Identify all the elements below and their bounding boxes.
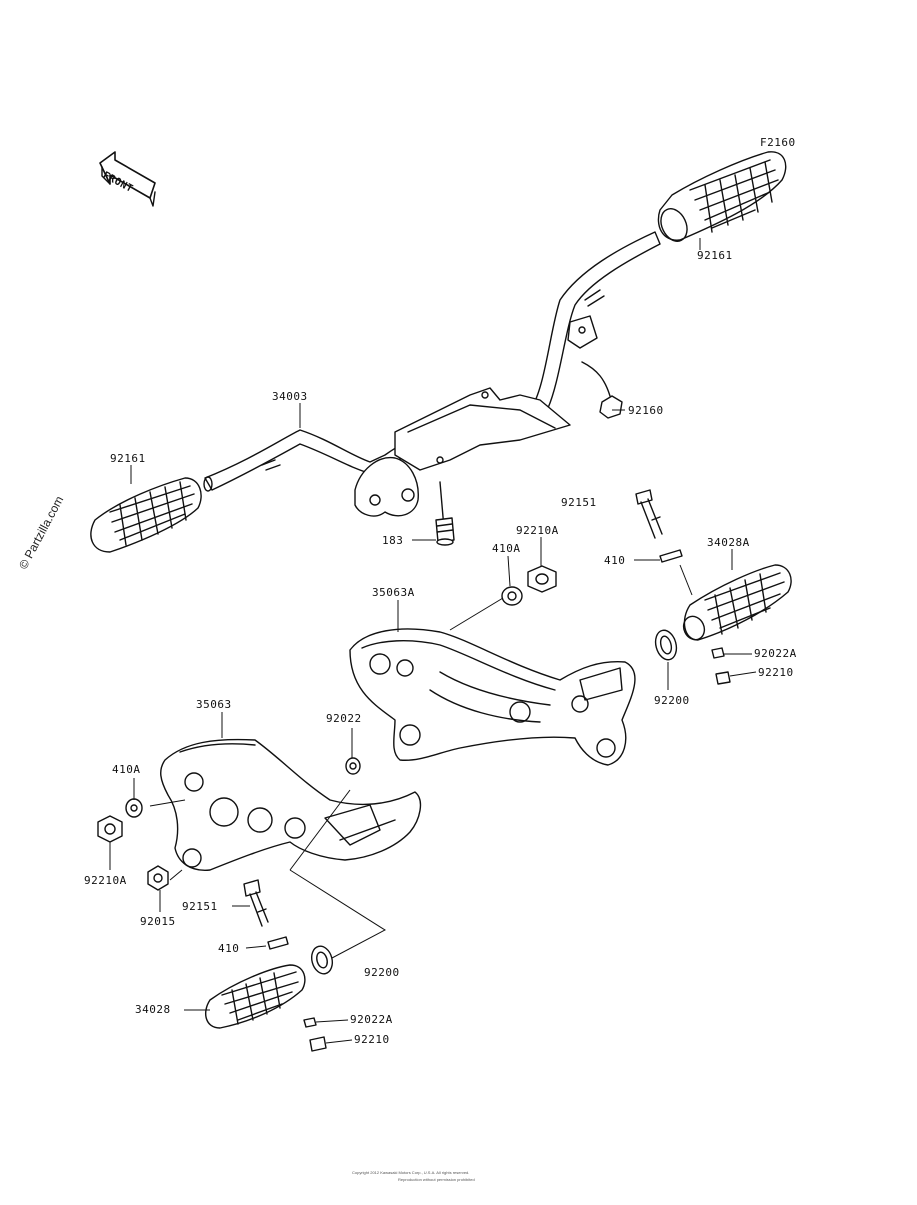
leader-92015-bracket [169, 869, 183, 881]
part-label-410A-top[interactable]: 410A [492, 542, 521, 555]
part-label-410-bottom[interactable]: 410 [218, 942, 240, 955]
part-label-92210-bottom[interactable]: 92210 [354, 1033, 390, 1046]
part-label-92161-top[interactable]: 92161 [697, 249, 733, 262]
washer-410A-top [501, 586, 523, 606]
nut-92015 [147, 865, 169, 891]
leader-410A-top [507, 555, 511, 587]
part-label-34003[interactable]: 34003 [272, 390, 308, 403]
washer-410-bottom [267, 936, 289, 950]
part-label-92161-left[interactable]: 92161 [110, 452, 146, 465]
footer-notice: Reproduction without permission prohibit… [398, 1177, 475, 1182]
part-label-35063[interactable]: 35063 [196, 698, 232, 711]
footpeg-bar-34003 [203, 231, 661, 517]
leader-92200-bottom [289, 869, 386, 959]
part-label-92022[interactable]: 92022 [326, 712, 362, 725]
cotter-92022A-bottom [303, 1017, 317, 1028]
part-label-183[interactable]: 183 [382, 534, 404, 547]
footpeg-rubber-34028A [682, 564, 792, 641]
bolt-92151-top [635, 489, 663, 539]
nut-92160 [581, 361, 623, 419]
footpeg-rubber-left [90, 477, 202, 553]
footpeg-rubber-34028 [204, 964, 306, 1029]
leader-410-peg-top [679, 564, 693, 596]
part-label-92210A-left[interactable]: 92210A [84, 874, 127, 887]
part-label-34028[interactable]: 34028 [135, 1003, 171, 1016]
bracket-35063 [160, 738, 422, 871]
leader-washer-bracket-top [449, 597, 504, 631]
part-label-410A-left[interactable]: 410A [112, 763, 141, 776]
part-label-410-top[interactable]: 410 [604, 554, 626, 567]
leader-bracket-bottom [289, 789, 351, 871]
part-label-34028A[interactable]: 34028A [707, 536, 750, 549]
bracket-35063A [349, 628, 636, 766]
leader-92210-bottom [325, 1039, 353, 1044]
washer-92022 [345, 757, 361, 775]
washer-410-top [659, 549, 683, 563]
part-label-92151-bottom[interactable]: 92151 [182, 900, 218, 913]
part-label-92160[interactable]: 92160 [628, 404, 664, 417]
part-label-92200-bottom[interactable]: 92200 [364, 966, 400, 979]
part-label-92022A-bottom[interactable]: 92022A [350, 1013, 393, 1026]
leader-92210-top [729, 671, 757, 677]
washer-410A-left [125, 798, 143, 818]
washer-92200-top [654, 629, 678, 661]
part-label-92015[interactable]: 92015 [140, 915, 176, 928]
part-label-92210A-top[interactable]: 92210A [516, 524, 559, 537]
part-label-92200-top[interactable]: 92200 [654, 694, 690, 707]
leader-410A-bracket [149, 799, 186, 807]
clip-92210-top [715, 671, 731, 685]
leader-92022A-bottom [315, 1019, 349, 1023]
part-label-92022A-top[interactable]: 92022A [754, 647, 797, 660]
bolt-92151-bottom [243, 879, 269, 927]
footpeg-rubber-top-right [657, 151, 787, 242]
part-label-92210-top[interactable]: 92210 [758, 666, 794, 679]
cotter-92022A-top [711, 647, 725, 659]
front-arrow-icon [99, 151, 156, 207]
part-label-92151-top[interactable]: 92151 [561, 496, 597, 509]
washer-92200-bottom [310, 945, 334, 975]
footer-copyright: Copyright 2012 Kawasaki Motors Corp., U.… [352, 1170, 470, 1175]
diagram-code: F2160 [760, 136, 796, 149]
leader-410-bottom [245, 945, 267, 949]
clip-92210-bottom [309, 1036, 327, 1052]
bolt-183 [435, 481, 455, 546]
part-label-35063A[interactable]: 35063A [372, 586, 415, 599]
nut-92210A-left [97, 815, 123, 843]
nut-92210A-top [527, 565, 557, 593]
